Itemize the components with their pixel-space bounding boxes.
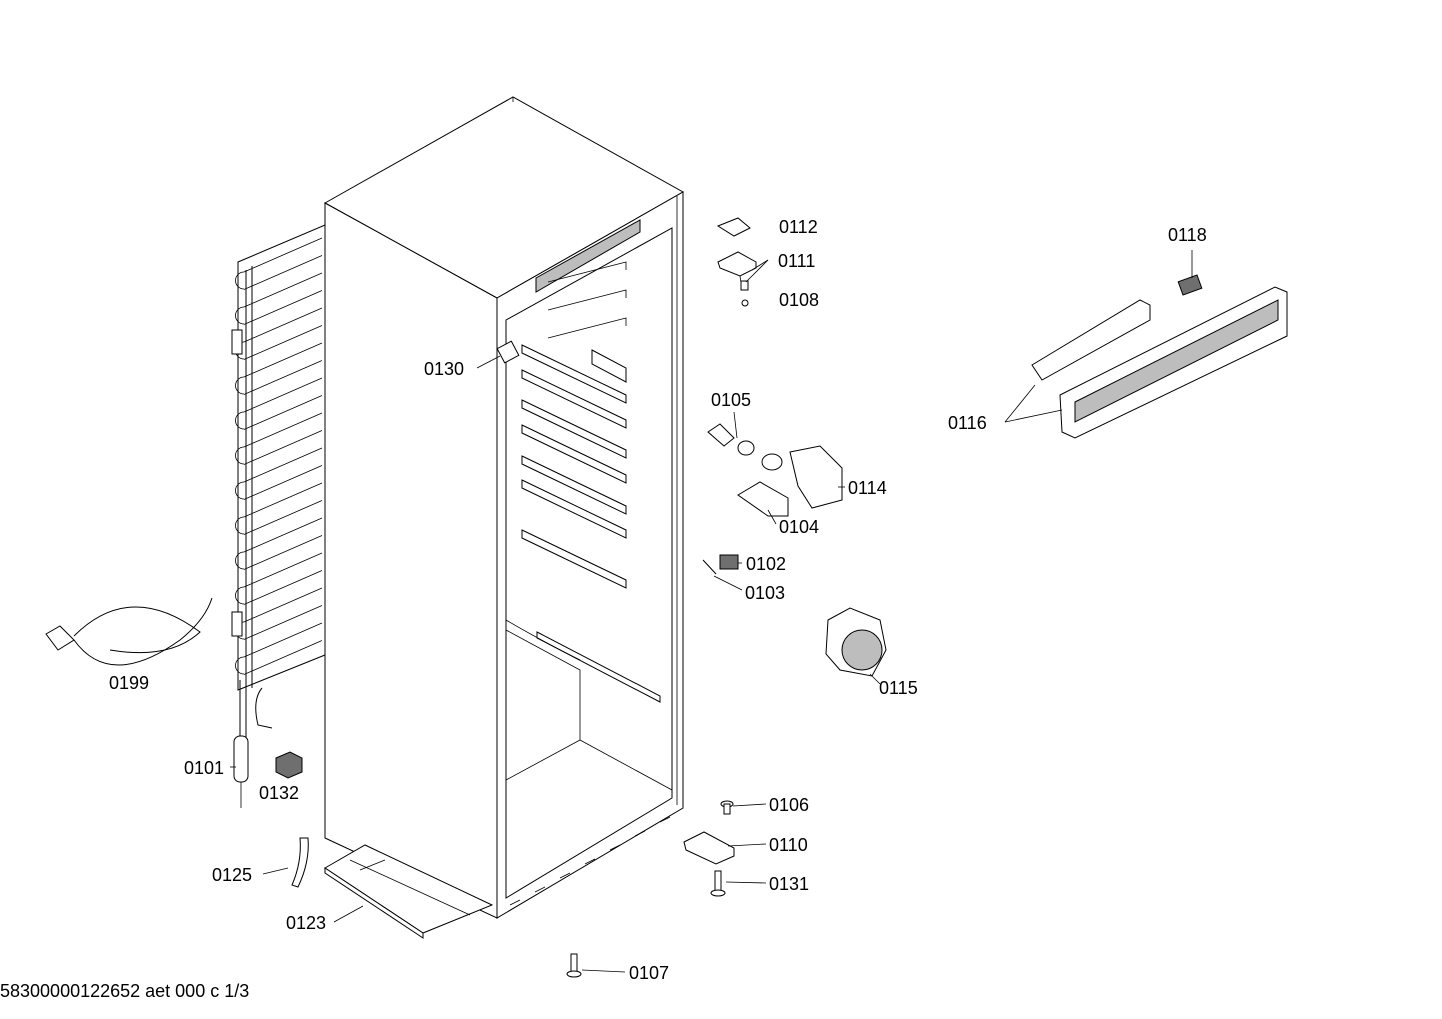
callout-0132: 0132	[259, 783, 300, 803]
base-tray	[324, 844, 494, 939]
part-0199-shape	[45, 597, 213, 666]
callout-0116: 0116	[948, 413, 987, 433]
part-0112-shape	[716, 217, 751, 237]
callout-0114: 0114	[848, 478, 887, 498]
callout-0118: 0118	[1168, 225, 1207, 245]
condenser-coil	[231, 224, 326, 745]
part-0107-shape	[566, 953, 582, 978]
part-0110-shape	[683, 831, 735, 865]
part-0125-shape	[291, 837, 309, 888]
control-panel	[1031, 274, 1288, 439]
callout-0108: 0108	[779, 290, 820, 310]
part-0105-shape	[707, 423, 783, 471]
callout-0102: 0102	[746, 554, 787, 574]
callout-0115: 0115	[879, 678, 918, 698]
part-0115-shape	[825, 607, 887, 677]
callout-0125: 0125	[212, 865, 253, 885]
callout-0103: 0103	[745, 583, 786, 603]
part-0108-shape	[740, 280, 749, 291]
drawing-reference-number: 58300000122652 aet 000 c 1/3	[0, 981, 250, 1001]
part-0104-shape	[737, 481, 789, 517]
callout-0101: 0101	[184, 758, 225, 778]
callout-0110: 0110	[769, 835, 808, 855]
callout-0131: 0131	[769, 874, 810, 894]
callout-0111: 0111	[778, 251, 816, 271]
part-0131-shape	[710, 870, 726, 897]
part-0103-shape	[702, 559, 717, 575]
part-0102-shape	[719, 554, 739, 570]
callout-0107: 0107	[629, 963, 670, 983]
part-0101-shape	[233, 735, 249, 808]
cabinet-body	[323, 96, 685, 919]
callout-0130: 0130	[424, 359, 465, 379]
callout-0123: 0123	[286, 913, 327, 933]
part-0111-shape	[717, 251, 757, 277]
callout-0104: 0104	[779, 517, 820, 537]
callout-0112: 0112	[779, 217, 818, 237]
part-0106-shape	[720, 800, 734, 815]
part-0114-shape	[789, 445, 843, 509]
callout-0106: 0106	[769, 795, 810, 815]
callout-0199: 0199	[109, 673, 150, 693]
leader-lines	[230, 250, 1193, 973]
callout-0105: 0105	[711, 390, 752, 410]
part-0132-shape	[275, 751, 303, 779]
